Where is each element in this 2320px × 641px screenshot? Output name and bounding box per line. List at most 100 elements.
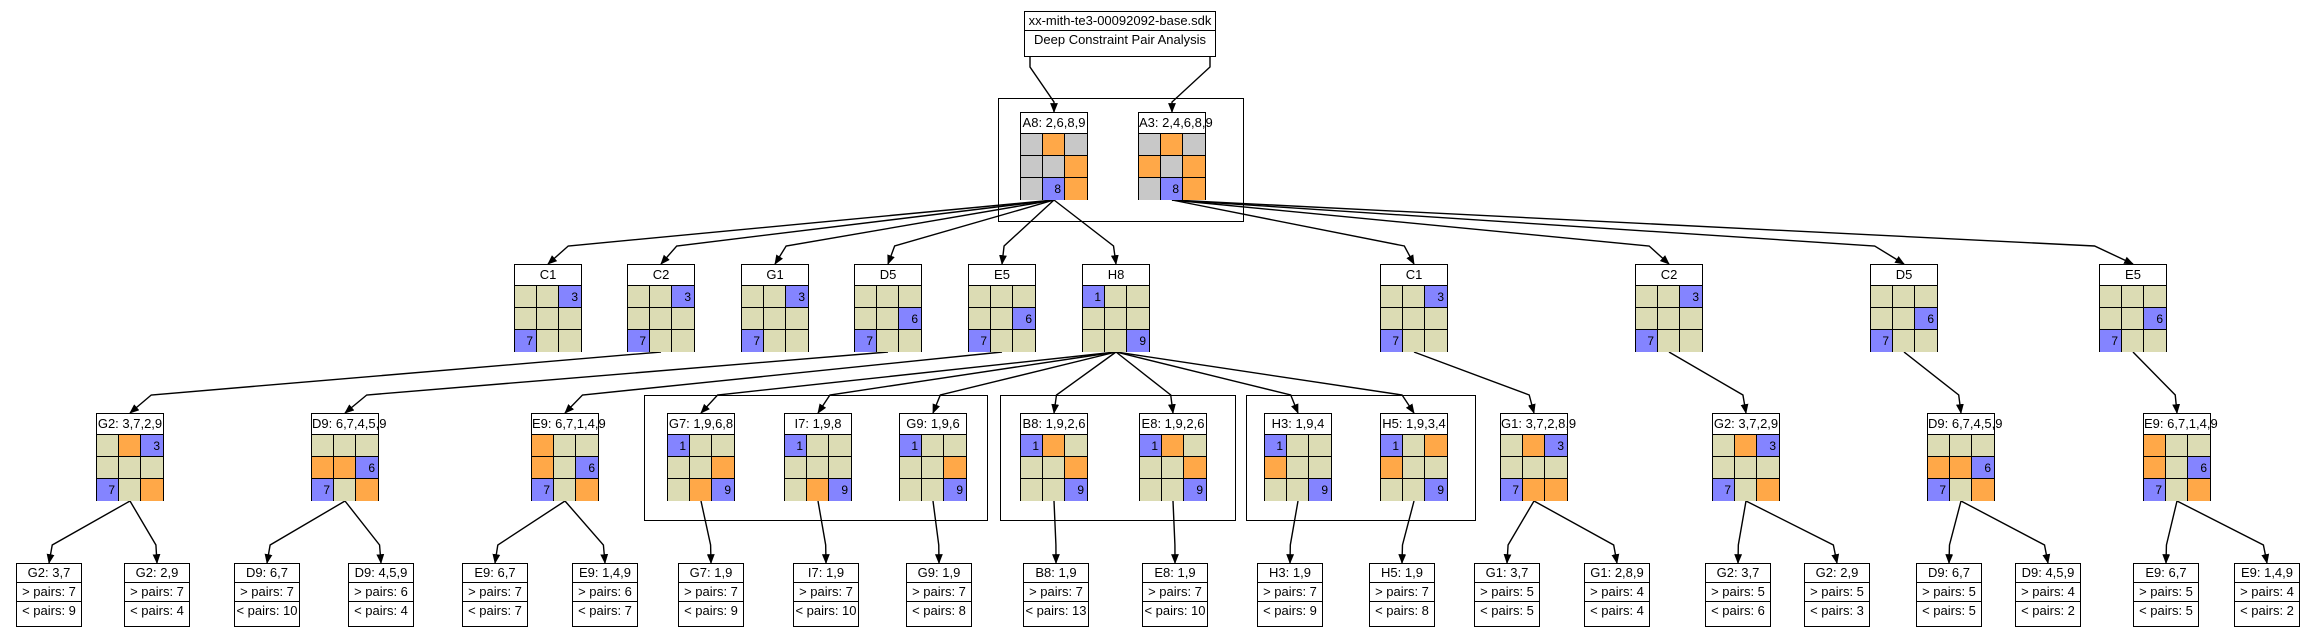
leaf-title: G7: 1,9 [689, 565, 733, 580]
leaf-l17[interactable]: G2: 2,9> pairs: 5< pairs: 3 [1804, 563, 1870, 627]
leaf-title: G1: 3,7 [1485, 565, 1529, 580]
grid-cell: 7 [97, 479, 119, 501]
node-title: E5 [2100, 265, 2166, 286]
leaf-gt-pairs: > pairs: 7 [1370, 582, 1434, 601]
leaf-l2[interactable]: G2: 2,9> pairs: 7< pairs: 4 [124, 563, 190, 627]
leaf-l3[interactable]: D9: 6,7> pairs: 7< pairs: 10 [234, 563, 300, 627]
leaf-lt-pairs: < pairs: 7 [573, 601, 637, 620]
edge-d9a-l3 [264, 500, 346, 564]
leaf-title: G1: 2,8,9 [1590, 565, 1644, 580]
leaf-title: D9: 6,7 [1928, 565, 1970, 580]
grid-cell [628, 286, 650, 308]
grid-cell [1043, 134, 1065, 156]
grid-cell: 1 [785, 435, 807, 457]
leaf-gt-pairs: > pairs: 7 [17, 582, 81, 601]
edge-a8-c2a [660, 199, 1055, 265]
leaf-l8[interactable]: I7: 1,9> pairs: 7< pairs: 10 [793, 563, 859, 627]
grid-cell [356, 479, 378, 501]
leaf-l21[interactable]: E9: 1,4,9> pairs: 4< pairs: 2 [2234, 563, 2300, 627]
leaf-title: E9: 1,4,9 [2240, 565, 2294, 580]
leaf-lt-pairs: < pairs: 3 [1805, 601, 1869, 620]
edge-root-a3 [1168, 57, 1211, 113]
leaf-l20[interactable]: E9: 6,7> pairs: 5< pairs: 5 [2133, 563, 2199, 627]
grid-cell [2188, 435, 2210, 457]
leaf-l10[interactable]: B8: 1,9> pairs: 7< pairs: 13 [1023, 563, 1089, 627]
grid-cell [785, 457, 807, 479]
leaf-l16[interactable]: G2: 3,7> pairs: 5< pairs: 6 [1705, 563, 1771, 627]
root-file-node[interactable]: xx-mith-te3-00092092-base.sdk Deep Const… [1024, 11, 1216, 57]
grid-cell [764, 330, 786, 352]
leaf-l12[interactable]: H3: 1,9> pairs: 7< pairs: 9 [1257, 563, 1323, 627]
edge-g2a-l2 [129, 500, 161, 564]
leaf-l19[interactable]: D9: 4,5,9> pairs: 4< pairs: 2 [2015, 563, 2081, 627]
leaf-l5[interactable]: E9: 6,7> pairs: 7< pairs: 7 [462, 563, 528, 627]
leaf-l9[interactable]: G9: 1,9> pairs: 7< pairs: 8 [906, 563, 972, 627]
candidate-grid: 8 [1021, 134, 1087, 200]
grid-cell [97, 457, 119, 479]
grid-cell [786, 330, 808, 352]
leaf-lt-pairs: < pairs: 2 [2235, 601, 2299, 620]
grid-cell: 9 [1065, 479, 1087, 501]
edge-g7-l7 [700, 500, 715, 564]
grid-cell: 7 [2144, 479, 2166, 501]
leaf-l15[interactable]: G1: 2,8,9> pairs: 4< pairs: 4 [1584, 563, 1650, 627]
leaf-title: D9: 4,5,9 [2021, 565, 2075, 580]
leaf-gt-pairs: > pairs: 7 [1024, 582, 1088, 601]
grid-cell [1021, 156, 1043, 178]
grid-cell [1893, 308, 1915, 330]
leaf-l18[interactable]: D9: 6,7> pairs: 5< pairs: 5 [1916, 563, 1982, 627]
edge-g2a-l1 [46, 500, 131, 564]
node-title: H5: 1,9,3,4 [1381, 414, 1447, 435]
grid-cell [515, 308, 537, 330]
leaf-l13[interactable]: H5: 1,9> pairs: 7< pairs: 8 [1369, 563, 1435, 627]
grid-cell [1403, 435, 1425, 457]
grid-cell: 6 [356, 457, 378, 479]
grid-cell [1735, 457, 1757, 479]
leaf-l14[interactable]: G1: 3,7> pairs: 5< pairs: 5 [1474, 563, 1540, 627]
leaf-l7[interactable]: G7: 1,9> pairs: 7< pairs: 9 [678, 563, 744, 627]
leaf-gt-pairs: > pairs: 7 [794, 582, 858, 601]
cluster-b8-e8 [1000, 395, 1236, 521]
leaf-l6[interactable]: E9: 1,4,9> pairs: 6< pairs: 7 [572, 563, 638, 627]
leaf-l4[interactable]: D9: 4,5,9> pairs: 6< pairs: 4 [348, 563, 414, 627]
node-title: G2: 3,7,2,9 [97, 414, 163, 435]
leaf-l1[interactable]: G2: 3,7> pairs: 7< pairs: 9 [16, 563, 82, 627]
grid-cell [877, 286, 899, 308]
edge-a8-d5a [887, 199, 1055, 265]
grid-cell [944, 435, 966, 457]
grid-cell [1928, 435, 1950, 457]
grid-cell: 3 [1757, 435, 1779, 457]
leaf-l11[interactable]: E8: 1,9> pairs: 7< pairs: 10 [1142, 563, 1208, 627]
grid-cell [764, 308, 786, 330]
grid-cell: 7 [855, 330, 877, 352]
